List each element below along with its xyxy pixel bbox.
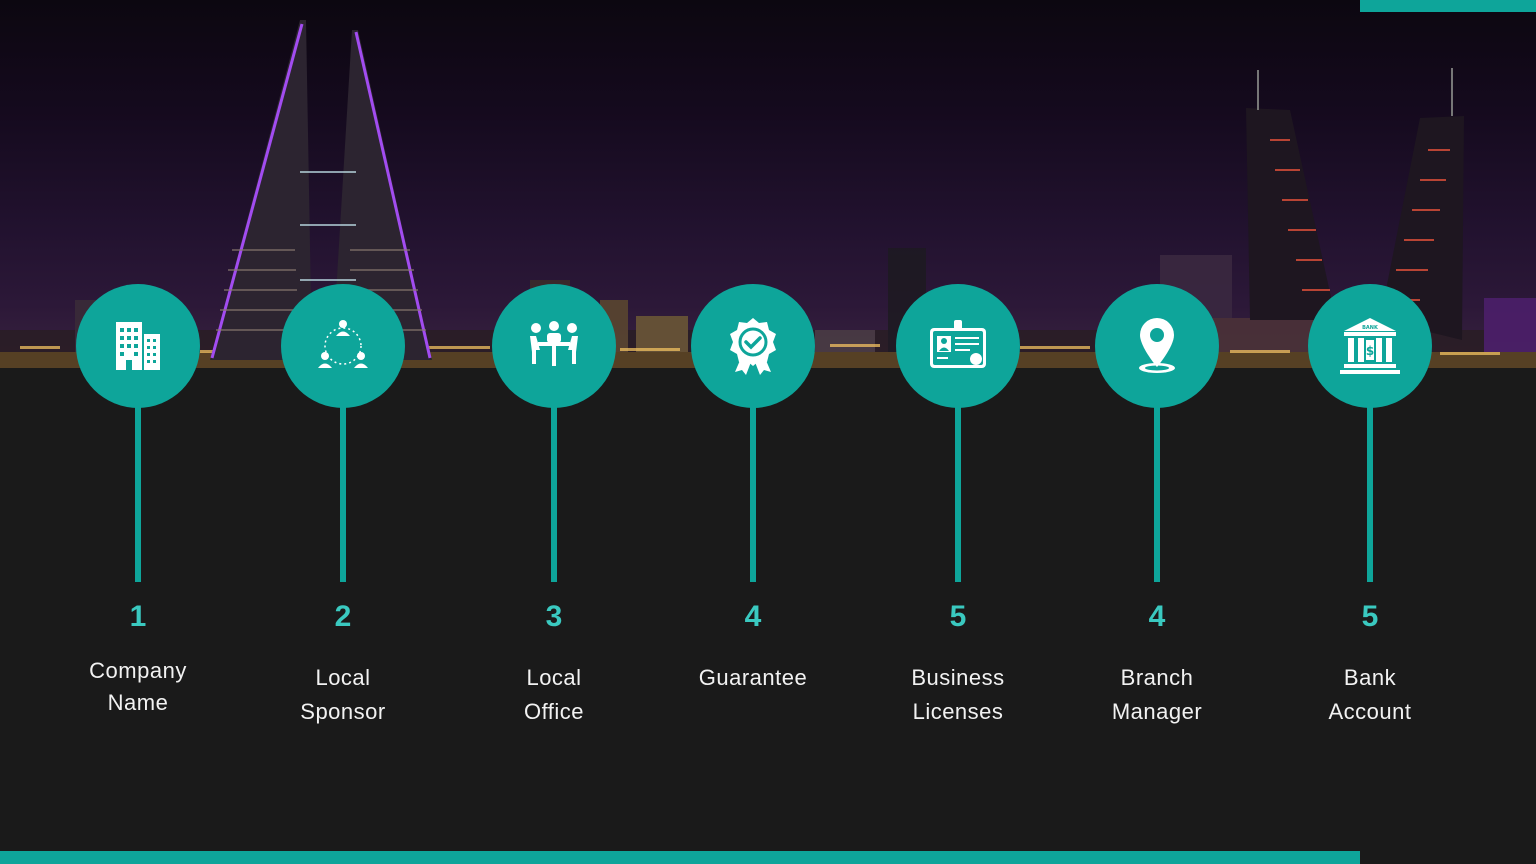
step-number: 3 xyxy=(545,600,563,633)
step-icon-circle xyxy=(896,284,1020,408)
id-card-icon xyxy=(930,320,986,368)
process-step-7: $ BANK 5 Bank Account xyxy=(1308,284,1432,724)
top-accent-bar xyxy=(1360,0,1536,12)
step-connector-line xyxy=(340,406,346,582)
step-icon-circle xyxy=(691,284,815,408)
process-step-1: 1 Company Name xyxy=(76,284,200,715)
step-number: 2 xyxy=(334,600,352,633)
step-number: 1 xyxy=(129,600,147,633)
step-label-line2: Licenses xyxy=(912,699,1004,724)
step-connector-line xyxy=(1367,406,1373,582)
office-building-icon xyxy=(116,322,160,370)
meeting-table-icon xyxy=(530,321,578,366)
location-pin-icon xyxy=(1139,318,1175,373)
step-label-line1: Local xyxy=(526,665,582,690)
step-number: 4 xyxy=(744,600,762,633)
step-label-line1: Local xyxy=(315,665,371,690)
step-label-line2: Account xyxy=(1328,699,1412,724)
step-label-line1: Guarantee xyxy=(698,665,808,690)
step-label-line1: Business xyxy=(911,665,1005,690)
process-step-4: 4 Guarantee xyxy=(691,284,815,690)
process-step-5: 5 Business Licenses xyxy=(896,284,1020,724)
bank-icon: $ BANK xyxy=(1340,318,1400,374)
step-number: 4 xyxy=(1148,600,1166,633)
step-number: 5 xyxy=(1361,600,1379,633)
step-label-line2: Name xyxy=(107,690,169,715)
step-label-line2: Manager xyxy=(1111,699,1203,724)
step-icon-circle xyxy=(76,284,200,408)
process-step-6: 4 Branch Manager xyxy=(1095,284,1219,724)
step-connector-line xyxy=(750,406,756,582)
network-people-icon xyxy=(318,320,368,368)
step-icon-circle xyxy=(492,284,616,408)
bottom-accent-bar xyxy=(0,851,1360,864)
svg-text:BANK: BANK xyxy=(1362,325,1379,331)
svg-text:$: $ xyxy=(1366,344,1374,358)
step-icon-circle xyxy=(281,284,405,408)
step-label-line1: Bank xyxy=(1343,665,1397,690)
step-connector-line xyxy=(955,406,961,582)
process-step-2: 2 Local Sponsor xyxy=(281,284,405,724)
step-label-line1: Branch xyxy=(1120,665,1194,690)
step-connector-line xyxy=(551,406,557,582)
step-connector-line xyxy=(1154,406,1160,582)
badge-check-icon xyxy=(730,318,776,375)
step-number: 5 xyxy=(949,600,967,633)
step-icon-circle: $ BANK xyxy=(1308,284,1432,408)
process-step-3: 3 Local Office xyxy=(492,284,616,724)
content-background xyxy=(0,368,1536,864)
step-label-line1: Company xyxy=(89,658,187,683)
step-connector-line xyxy=(135,406,141,582)
step-label-line2: Sponsor xyxy=(300,699,386,724)
step-label-line2: Office xyxy=(523,699,585,724)
step-icon-circle xyxy=(1095,284,1219,408)
